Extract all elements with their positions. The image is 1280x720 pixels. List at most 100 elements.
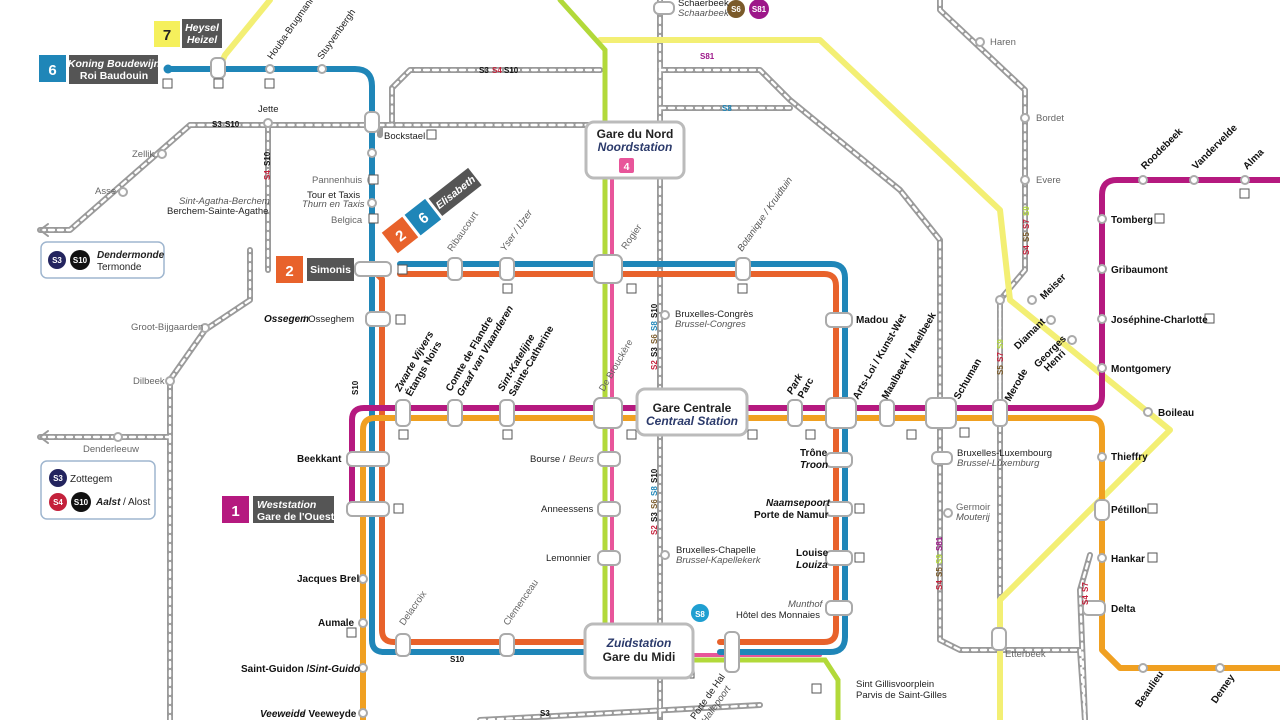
tag-s2-chapelle: S2: [650, 525, 659, 535]
label-schaerbeek-1: Schaerbeek: [678, 0, 729, 9]
terminus-roi-baudouin[interactable]: 6 Koning Boudewijn Roi Baudouin: [39, 55, 160, 84]
terminus-heysel[interactable]: 7 Heysel Heizel: [154, 19, 222, 48]
label-namur-1: Naamsepoort: [766, 498, 831, 509]
label-veeweide-b: / Veeweyde: [303, 709, 357, 720]
label-delacroix: Delacroix: [397, 589, 429, 628]
wheelchair-icons: [162, 78, 1250, 694]
legend-s4: S4: [53, 498, 63, 507]
tag-s10-beekkant: S10: [351, 380, 360, 395]
label-louise-1: Louise: [796, 548, 829, 559]
tag-s6-congres: S6: [650, 334, 659, 344]
label-evere: Evere: [1036, 175, 1061, 186]
label-congres-1: Bruxelles-Congrès: [675, 309, 753, 320]
tag-s9-evere: S9: [1022, 206, 1031, 216]
label-schuman: Schuman: [952, 357, 984, 401]
tag-s6-chapelle: S6: [650, 499, 659, 509]
label-asse: Asse: [95, 186, 116, 197]
label-vandervelde: Vandervelde: [1190, 122, 1240, 172]
label-gilles-2: Parvis de Saint-Gilles: [856, 690, 947, 701]
tag-s4-lux: S4: [935, 580, 944, 590]
label-guidon-b: Sint-Guido: [309, 664, 360, 675]
label-jette: Jette: [258, 104, 279, 115]
service-tags: S3 S10 S3 S4 S10 S8 S81 S10 S3 S4 S10 S1…: [212, 0, 1090, 718]
hub-gare-du-midi[interactable]: Zuidstation Gare du Midi: [583, 622, 695, 680]
terminus-gare-de-louest[interactable]: 1 Weststation Gare de l'Ouest: [222, 496, 335, 523]
rail-network: [37, 0, 1093, 720]
label-bourse-a: Bourse /: [530, 454, 566, 465]
label-guidon-a: Saint-Guidon /: [241, 664, 310, 675]
label-pannenhuis: Pannenhuis: [312, 175, 362, 186]
label-etterbeek: Etterbeek: [1005, 649, 1046, 660]
tag-s3-congres: S3: [650, 347, 659, 357]
tag-s5-merode: S5: [996, 365, 1005, 375]
tag-s6-schaerbeek: S6: [731, 5, 741, 14]
tag-s7-delta: S7: [1081, 582, 1090, 592]
terminus-simonis[interactable]: 2 Simonis: [276, 256, 354, 283]
label-tour-taxis-2: Thurn en Taxis: [302, 199, 365, 210]
label-stuyvenbergh: Stuyvenbergh: [315, 7, 358, 61]
label-munthof-2: Hôtel des Monnaies: [736, 610, 820, 621]
tag-s81-schaerbeek: S81: [752, 5, 767, 14]
label-bordet: Bordet: [1036, 113, 1064, 124]
label-agatha-2: Berchem-Sainte-Agathe: [167, 206, 268, 217]
tag-s10-top: S10: [504, 66, 519, 75]
legend-zottegem: S3 Zottegem S4 S10 Aalst / Alost: [40, 460, 156, 520]
label-agatha-1: Sint-Agatha-Berchem: [179, 196, 270, 207]
tag-s10-berchem: S10: [263, 151, 272, 166]
label-diamant: Diamant: [1012, 316, 1048, 352]
tag-s10-congres: S10: [650, 303, 659, 318]
tag-s5-lux: S5: [935, 567, 944, 577]
nord-name-2: Noordstation: [598, 140, 673, 154]
tag-s81-top: S81: [700, 52, 715, 61]
tag-s9-merode: S9: [996, 339, 1005, 349]
hub-gare-du-nord[interactable]: Gare du Nord Noordstation 4: [584, 120, 686, 180]
tag-s4-berchem: S4: [263, 170, 272, 180]
terminus-elisabeth[interactable]: 2 6 Elisabeth: [381, 166, 483, 254]
label-thieffry: Thieffry: [1111, 452, 1148, 463]
label-maelbeek: Maalbeek / Maelbeek: [880, 310, 939, 401]
label-haren: Haren: [990, 37, 1016, 48]
midi-name-2: Gare du Midi: [603, 650, 676, 664]
tag-s3-chapelle: S3: [650, 512, 659, 522]
label-denderleeuw: Denderleeuw: [83, 444, 139, 455]
legend-termonde-name: Termonde: [97, 262, 142, 273]
label-aumale: Aumale: [318, 618, 355, 629]
nord-name-1: Gare du Nord: [597, 127, 674, 141]
tag-s8-midi: S8: [695, 610, 705, 619]
metro-line-5: [360, 415, 1280, 720]
metro-line-1: [349, 177, 1280, 512]
tag-s8-schaerbeek: S8: [722, 104, 732, 113]
tag-s9-lux: S9: [935, 554, 944, 564]
label-petillon: Pétillon: [1111, 505, 1147, 516]
tag-s3-jette: S3: [212, 120, 222, 129]
label-lemonnier: Lemonnier: [546, 553, 591, 564]
roi-name-2: Roi Baudouin: [80, 70, 148, 82]
label-chapelle-1: Bruxelles-Chapelle: [676, 545, 756, 556]
heysel-number: 7: [163, 27, 171, 44]
centrale-name-1: Gare Centrale: [653, 401, 732, 415]
label-garmoir-2: Mouterij: [956, 512, 991, 523]
nord-badge: 4: [624, 161, 630, 173]
label-gribaumont: Gribaumont: [1111, 265, 1168, 276]
tag-s3-bottom: S3: [540, 709, 550, 718]
label-hankar: Hankar: [1111, 554, 1145, 565]
metro-line-2: [355, 266, 839, 645]
label-trone-2: Troon: [800, 460, 828, 471]
legend-dendermonde: S3 S10 Dendermonde Termonde: [40, 241, 165, 279]
label-ossegem-a: Ossegem: [264, 314, 309, 325]
simonis-number: 2: [285, 263, 293, 280]
label-yser: Yser / IJzer: [498, 207, 535, 253]
label-houba: Houba-Brugmann: [265, 0, 317, 62]
heysel-name-2: Heizel: [187, 34, 218, 46]
legend-dendermonde-name: Dendermonde: [97, 250, 165, 261]
label-schaerbeek-2: Schaarbeek: [678, 8, 730, 19]
hub-gare-centrale[interactable]: Gare Centrale Centraal Station: [635, 387, 749, 437]
legend-s3: S3: [52, 256, 62, 265]
label-bockstael: Bockstael: [384, 131, 425, 142]
heysel-name-1: Heysel: [185, 22, 220, 34]
tag-s10-midi: S10: [450, 655, 465, 664]
label-beekkant: Beekkant: [297, 454, 342, 465]
label-delta: Delta: [1111, 604, 1136, 615]
simonis-name: Simonis: [310, 264, 351, 276]
tag-s2-congres: S2: [650, 360, 659, 370]
